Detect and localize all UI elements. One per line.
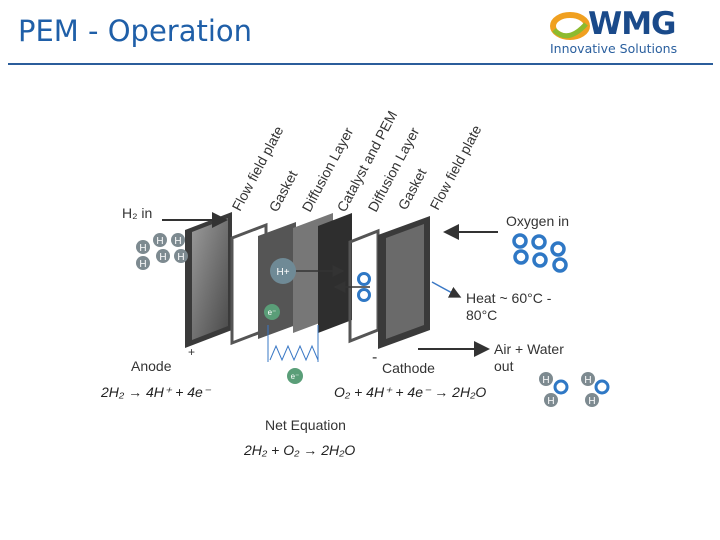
svg-text:H: H [159,252,166,263]
hydrogen-in-label: H₂ in [122,205,152,221]
net-equation-label: Net Equation [265,417,346,433]
negative-terminal: - [372,349,377,366]
svg-text:H: H [588,396,595,407]
cathode-diffusion-layer [318,213,352,333]
hydrogen-atom-labels: H H H H H H [139,236,184,270]
anode-flow-plate-face [192,218,228,340]
logo-word: WMG [588,6,676,42]
electron-particle-circuit [287,368,303,384]
hydrogen-molecules [136,233,188,270]
svg-text:H: H [584,375,591,386]
svg-text:H: H [547,396,554,407]
title-divider [8,63,713,65]
electron-particle-anode [264,304,280,320]
water-molecules [539,372,610,407]
proton-particle [270,258,296,284]
anode-label: Anode [131,358,172,374]
cathode-label: Cathode [382,360,435,376]
outlet-label-line1: Air + Water [494,341,564,357]
cathode-equation: O₂ + 4H⁺ + 4e⁻ → 2H₂O [334,384,486,400]
heat-arrow [431,281,462,298]
logo-tagline: Innovative Solutions [550,41,678,56]
svg-text:H: H [177,252,184,263]
svg-text:H: H [174,236,181,247]
heat-label-line1: Heat ~ 60°C - [466,290,552,306]
layer-label-flow-plate-right: Flow field plate [427,122,485,212]
svg-text:H: H [156,236,163,247]
net-equation: 2H₂ + O₂ → 2H₂O [243,442,355,458]
proton-label: H+ [276,267,289,278]
cathode-flow-plate-face [386,224,424,339]
layer-stack [185,212,430,349]
page-title: PEM - Operation [18,14,253,48]
positive-terminal: + [188,345,195,359]
oxygen-in-label: Oxygen in [506,213,569,229]
electron-label-anode: e⁻ [268,308,277,317]
svg-text:H: H [139,243,146,254]
heat-label-line2: 80°C [466,307,497,323]
water-atom-labels: H H H H [542,375,595,407]
wmg-logo: WMG Innovative Solutions [548,6,708,56]
logo-swirl-icon [550,12,590,40]
layer-labels: Flow field plate Gasket Diffusion Layer … [229,108,485,214]
layer-label-gasket-left: Gasket [266,168,301,215]
anode-equation: 2H₂ → 4H⁺ + 4e⁻ [100,384,212,400]
svg-text:H: H [139,259,146,270]
external-circuit [267,325,319,362]
oxygen-at-cathode [357,272,371,302]
oxygen-molecules [512,233,568,273]
outlet-label-line2: out [494,358,514,374]
electron-label-circuit: e⁻ [291,372,300,381]
svg-text:H: H [542,375,549,386]
